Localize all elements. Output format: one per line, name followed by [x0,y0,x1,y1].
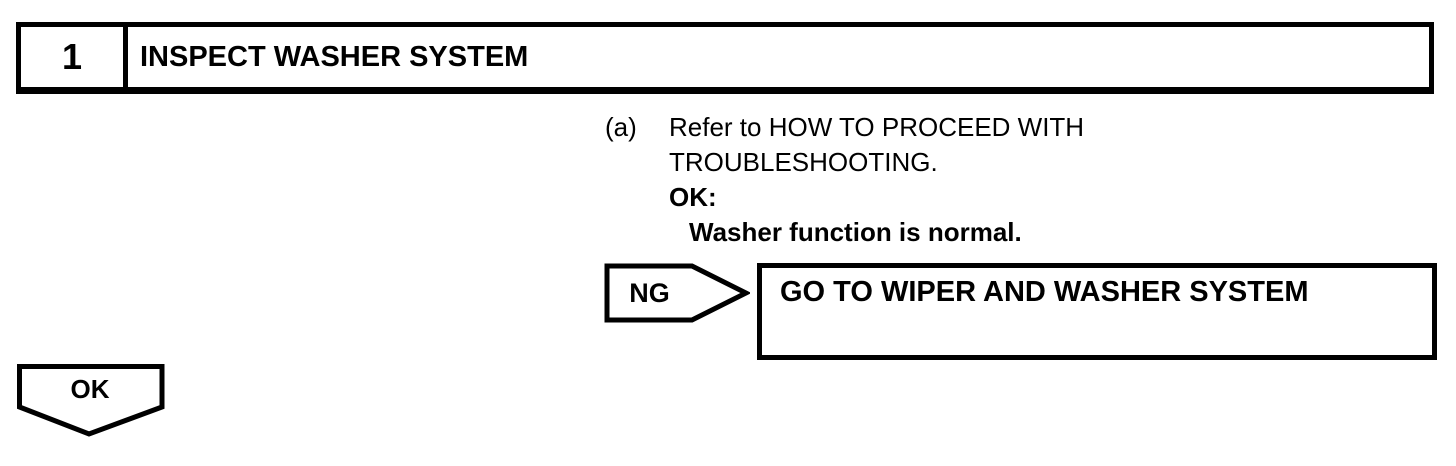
instruction-text-line2: TROUBLESHOOTING. [669,147,938,177]
step-title: INSPECT WASHER SYSTEM [140,40,529,73]
instruction-item-marker: (a) [605,112,637,142]
ng-arrow-shape-icon [604,263,750,323]
step-header: 1 INSPECT WASHER SYSTEM [16,22,1434,94]
instruction-text-line1: Refer to HOW TO PROCEED WITH [669,112,1085,142]
ok-pentagon-shape-icon [17,364,165,437]
step-number: 1 [21,27,128,87]
ok-criteria-heading: OK: [669,182,717,212]
ok-branch-tag: OK [15,362,167,440]
ng-result-box: GO TO WIPER AND WASHER SYSTEM [757,263,1437,360]
ok-criteria-statement: Washer function is normal. [689,217,1022,247]
instruction-item: (a) Refer to HOW TO PROCEED WITH TROUBLE… [605,110,1084,180]
instruction-block: (a) Refer to HOW TO PROCEED WITH TROUBLE… [605,110,1084,250]
ng-branch-label: NG [629,277,670,308]
instruction-text: Refer to HOW TO PROCEED WITH TROUBLESHOO… [669,110,1084,180]
ok-branch-label: OK [70,373,110,404]
ng-branch-tag: NG [604,263,750,323]
